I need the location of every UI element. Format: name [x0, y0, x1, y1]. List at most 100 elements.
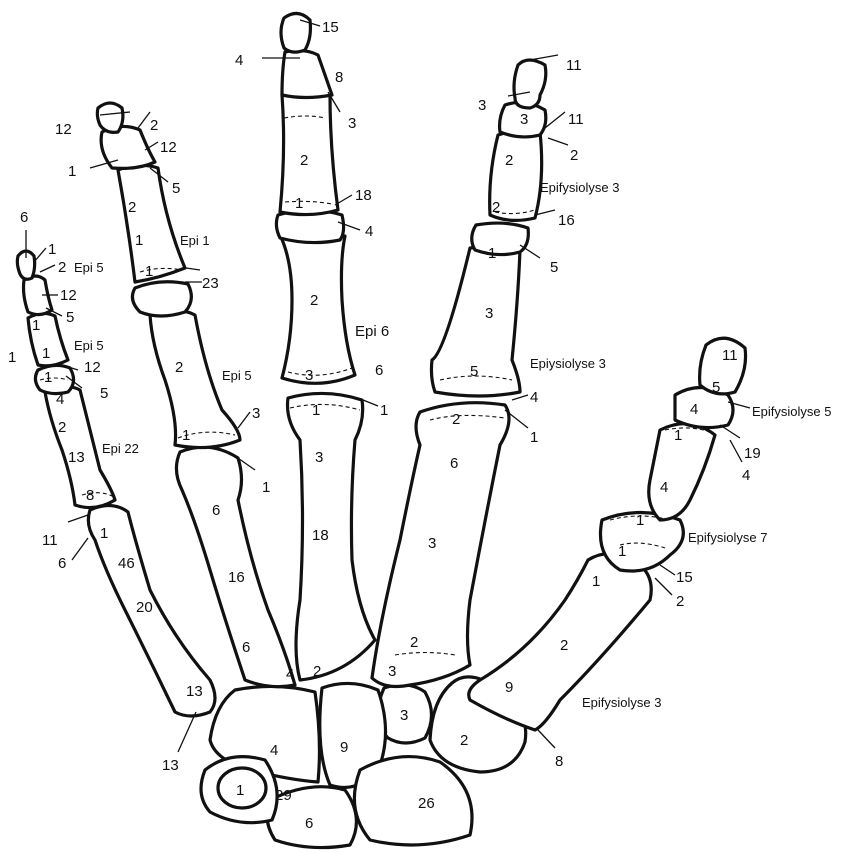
label: 2	[460, 732, 468, 749]
label: 12	[160, 139, 177, 156]
label: 9	[505, 679, 513, 696]
middle-metacarpal	[288, 393, 376, 680]
carpal-scaphoid	[354, 757, 472, 845]
label: 1	[530, 429, 538, 446]
label: 1	[592, 573, 600, 590]
label: 8	[555, 753, 563, 770]
label: 13	[68, 449, 85, 466]
label: 2	[452, 411, 460, 428]
label: 15	[676, 569, 693, 586]
label: 2	[570, 147, 578, 164]
label: 3	[388, 663, 396, 680]
label: Epi 5	[74, 260, 104, 275]
label: Epiysiolyse 3	[530, 356, 606, 371]
label: 29	[275, 787, 292, 804]
label: 5	[172, 180, 180, 197]
label: 18	[312, 527, 329, 544]
label: 3	[315, 449, 323, 466]
label: 1	[135, 232, 143, 249]
label: 1	[674, 427, 682, 444]
label: 8	[86, 487, 94, 504]
label: 3	[520, 111, 528, 128]
label: 1	[488, 245, 496, 262]
label: 4	[742, 467, 750, 484]
label: 2	[58, 419, 66, 436]
label: 1	[236, 782, 244, 799]
label: 2	[676, 593, 684, 610]
label: 1	[8, 349, 16, 366]
label: 1	[145, 263, 153, 280]
label: 19	[744, 445, 761, 462]
label: 13	[162, 757, 179, 774]
label: 3	[305, 367, 313, 384]
label: Epi 22	[102, 441, 139, 456]
label: 4	[660, 479, 668, 496]
label: Epifysiolyse 5	[752, 404, 831, 419]
label: 1	[380, 402, 388, 419]
label: 3	[485, 305, 493, 322]
label: 6	[58, 555, 66, 572]
label: 5	[712, 379, 720, 396]
label: 1	[312, 402, 320, 419]
label: 2	[313, 663, 321, 680]
label: Epi 5	[74, 338, 104, 353]
label: 11	[566, 57, 582, 74]
label: Epifysiolyse 3	[582, 695, 661, 710]
label: 5	[66, 309, 74, 326]
label: 6	[242, 639, 250, 656]
label: 2	[150, 117, 158, 134]
label: 3	[428, 535, 436, 552]
label: 1	[68, 163, 76, 180]
label: 1	[262, 479, 270, 496]
middle-intermediate	[280, 92, 338, 215]
ring-metacarpal	[176, 447, 295, 686]
label: 1	[32, 317, 40, 334]
label: 15	[322, 19, 339, 36]
label: 4	[235, 52, 243, 69]
label: 16	[558, 212, 575, 229]
label: 4	[286, 666, 294, 683]
label: 3	[348, 115, 356, 132]
label: 4	[530, 389, 538, 406]
label: 6	[305, 815, 313, 832]
label: 2	[58, 259, 66, 276]
label: 12	[60, 287, 77, 304]
label: 9	[340, 739, 348, 756]
middle-tip	[281, 13, 310, 52]
label: 1	[44, 369, 52, 386]
label: 12	[84, 359, 101, 376]
label: 26	[418, 795, 435, 812]
label: 1	[42, 345, 50, 362]
label: 11	[42, 532, 58, 549]
label: 2	[410, 634, 418, 651]
label: 1	[295, 195, 303, 212]
label: 5	[100, 385, 108, 402]
label: 4	[270, 742, 278, 759]
label: 4	[56, 391, 64, 408]
label: 3	[252, 405, 260, 422]
label: 2	[128, 199, 136, 216]
label: 5	[550, 259, 558, 276]
label: 11	[722, 347, 738, 364]
ring-tip	[97, 103, 123, 132]
label: 12	[55, 121, 72, 138]
label: 2	[492, 199, 500, 216]
label: 11	[568, 111, 584, 128]
label: 23	[202, 275, 219, 292]
label: 6	[20, 209, 28, 226]
middle-finger	[276, 13, 375, 680]
label: Epifysiolyse 3	[540, 180, 619, 195]
label: 2	[310, 292, 318, 309]
label: 1	[618, 543, 626, 560]
ring-middle-phalanx	[132, 282, 191, 316]
label: 13	[186, 683, 203, 700]
label: Epi 1	[180, 233, 210, 248]
label: 1	[182, 427, 190, 444]
label: 20	[136, 599, 153, 616]
index-finger	[372, 60, 546, 686]
label: 2	[560, 637, 568, 654]
label: 3	[478, 97, 486, 114]
label: 1	[636, 512, 644, 529]
label: 2	[175, 359, 183, 376]
